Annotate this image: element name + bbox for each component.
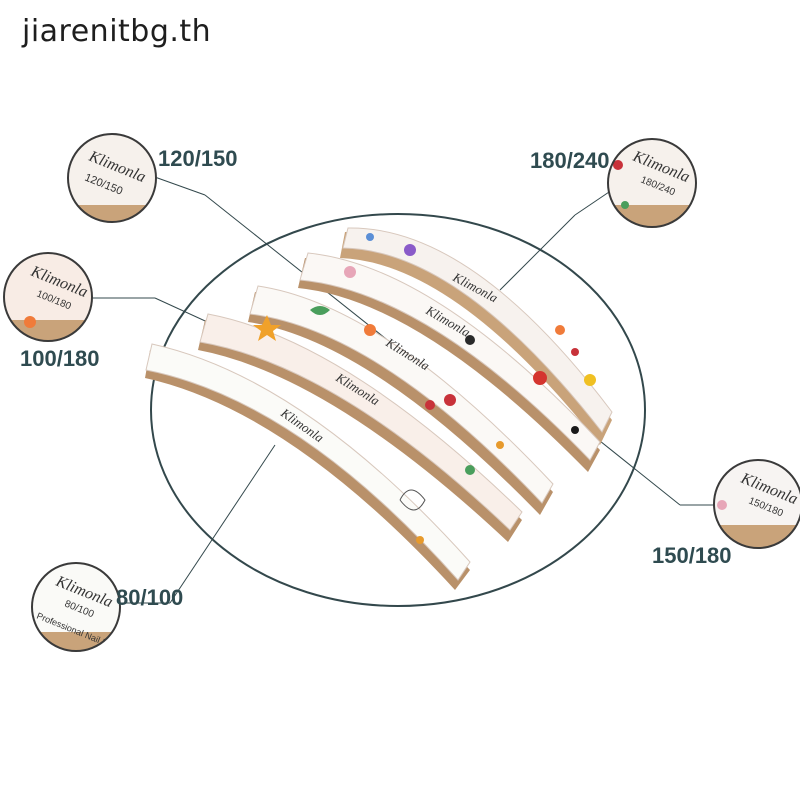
grit-label-150-180: 150/180: [652, 543, 732, 568]
grit-label-100-180: 100/180: [20, 346, 100, 371]
magnifier-180-240: Klimonla 180/240: [607, 138, 697, 228]
nail-file-120-150: Klimonla: [248, 285, 554, 515]
magnifier-80-100: Klimonla 80/100 Professional Nail File: [31, 562, 121, 652]
magnifier-100-180: Klimonla 100/180: [3, 252, 93, 342]
group-ellipse: [150, 213, 646, 607]
grit-label-120-150: 120/150: [158, 146, 238, 171]
magnifier-120-150: Klimonla 120/150: [67, 133, 157, 223]
store-watermark: jiarenitbg.th: [22, 14, 212, 49]
grit-label-180-240: 180/240: [530, 148, 610, 173]
grit-label-80-100: 80/100: [116, 585, 184, 610]
magnifier-150-180: Klimonla 150/180: [713, 459, 800, 549]
